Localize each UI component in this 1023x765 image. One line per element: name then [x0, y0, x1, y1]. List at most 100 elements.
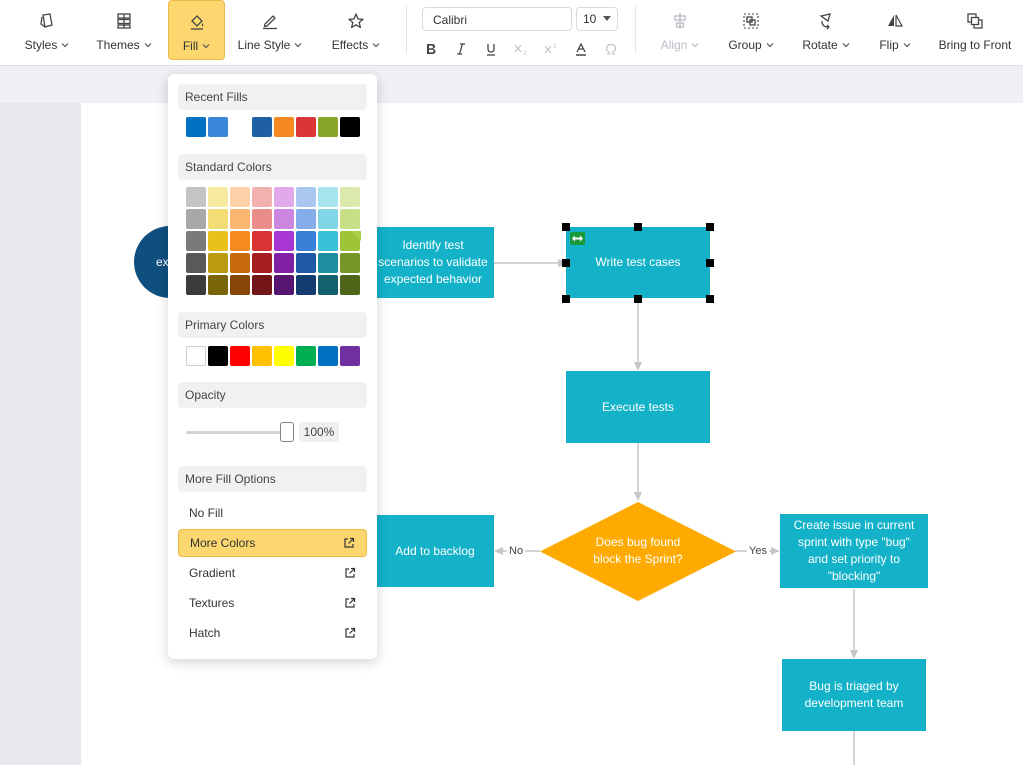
underline-button[interactable]	[480, 38, 502, 60]
standard-color-swatch[interactable]	[230, 253, 250, 273]
star-icon	[345, 10, 367, 32]
themes-button[interactable]: Themes	[90, 0, 158, 60]
standard-color-swatch[interactable]	[208, 275, 228, 295]
standard-color-swatch[interactable]	[318, 231, 338, 251]
standard-color-swatch[interactable]	[274, 231, 294, 251]
standard-color-swatch[interactable]	[252, 231, 272, 251]
resize-handle[interactable]	[562, 223, 570, 231]
line-style-button[interactable]: Line Style	[233, 0, 307, 60]
standard-color-swatch[interactable]	[208, 253, 228, 273]
group-button[interactable]: Group	[722, 0, 780, 60]
standard-color-swatch[interactable]	[340, 187, 360, 207]
no-fill-option[interactable]: No Fill	[178, 499, 367, 527]
primary-color-swatch[interactable]	[318, 346, 338, 366]
opacity-slider-track[interactable]	[186, 431, 290, 434]
create-issue-node[interactable]: Create issue in current sprint with type…	[780, 514, 928, 588]
recent-fill-swatch[interactable]	[274, 117, 294, 137]
standard-color-swatch[interactable]	[274, 253, 294, 273]
opacity-value[interactable]: 100%	[299, 422, 339, 442]
font-size-select[interactable]: 10	[576, 7, 618, 31]
write-test-cases-node[interactable]: Write test cases	[566, 227, 710, 298]
standard-color-swatch[interactable]	[186, 231, 206, 251]
add-to-backlog-node[interactable]: Add to backlog	[358, 515, 494, 587]
effects-button[interactable]: Effects	[326, 0, 386, 60]
standard-color-swatch[interactable]	[318, 187, 338, 207]
gradient-option[interactable]: Gradient	[178, 559, 367, 587]
more-colors-option[interactable]: More Colors	[178, 529, 367, 557]
standard-color-swatch[interactable]	[252, 209, 272, 229]
bold-button[interactable]	[420, 38, 442, 60]
resize-handle[interactable]	[706, 259, 714, 267]
font-color-button[interactable]	[570, 38, 592, 60]
standard-color-swatch[interactable]	[318, 253, 338, 273]
recent-fill-swatch[interactable]	[186, 117, 206, 137]
link-badge[interactable]	[570, 232, 585, 245]
primary-color-swatch[interactable]	[230, 346, 250, 366]
standard-color-swatch[interactable]	[186, 275, 206, 295]
standard-color-swatch[interactable]	[274, 209, 294, 229]
recent-fill-swatch[interactable]	[340, 117, 360, 137]
hatch-option[interactable]: Hatch	[178, 619, 367, 647]
standard-color-swatch[interactable]	[230, 275, 250, 295]
execute-tests-node[interactable]: Execute tests	[566, 371, 710, 443]
standard-color-swatch[interactable]	[186, 209, 206, 229]
font-family-input[interactable]: Calibri	[422, 7, 572, 31]
decision-node[interactable]	[540, 502, 736, 601]
standard-color-swatch[interactable]	[340, 253, 360, 273]
standard-color-swatch[interactable]	[208, 187, 228, 207]
italic-button[interactable]	[450, 38, 472, 60]
resize-handle[interactable]	[562, 295, 570, 303]
standard-color-swatch[interactable]	[318, 209, 338, 229]
superscript-button[interactable]: 2	[540, 38, 562, 60]
recent-fill-swatch[interactable]	[318, 117, 338, 137]
standard-color-swatch[interactable]	[252, 275, 272, 295]
primary-color-swatch[interactable]	[296, 346, 316, 366]
styles-button[interactable]: Styles	[18, 0, 76, 60]
standard-color-swatch[interactable]	[296, 253, 316, 273]
standard-color-swatch[interactable]	[318, 275, 338, 295]
rotate-button[interactable]: Rotate	[797, 0, 855, 60]
textures-option[interactable]: Textures	[178, 589, 367, 617]
recent-fill-swatch[interactable]	[296, 117, 316, 137]
recent-fill-swatch[interactable]	[208, 117, 228, 137]
primary-color-swatch[interactable]	[252, 346, 272, 366]
resize-handle[interactable]	[562, 259, 570, 267]
identify-scenarios-node[interactable]: Identify test scenarios to validate expe…	[358, 227, 494, 298]
standard-color-swatch[interactable]	[340, 209, 360, 229]
primary-color-swatch[interactable]	[186, 346, 206, 366]
standard-color-swatch[interactable]	[274, 275, 294, 295]
standard-color-swatch[interactable]	[296, 231, 316, 251]
standard-color-swatch[interactable]	[208, 231, 228, 251]
themes-icon	[113, 10, 135, 32]
special-char-button[interactable]	[600, 38, 622, 60]
standard-color-swatch[interactable]	[252, 187, 272, 207]
flip-button[interactable]: Flip	[873, 0, 917, 60]
resize-handle[interactable]	[706, 223, 714, 231]
standard-color-swatch[interactable]	[296, 209, 316, 229]
primary-color-swatch[interactable]	[274, 346, 294, 366]
bug-triaged-node[interactable]: Bug is triaged by development team	[782, 659, 926, 731]
standard-color-swatch[interactable]	[186, 187, 206, 207]
resize-handle[interactable]	[634, 223, 642, 231]
resize-handle[interactable]	[706, 295, 714, 303]
standard-color-swatch[interactable]	[230, 187, 250, 207]
opacity-slider-thumb[interactable]	[280, 422, 294, 442]
standard-color-swatch[interactable]	[186, 253, 206, 273]
standard-color-swatch[interactable]	[252, 253, 272, 273]
recent-fill-swatch[interactable]	[252, 117, 272, 137]
fill-button[interactable]: Fill	[168, 0, 225, 60]
standard-color-swatch[interactable]	[230, 231, 250, 251]
bring-to-front-button[interactable]: Bring to Front	[934, 0, 1016, 60]
standard-color-swatch[interactable]	[296, 275, 316, 295]
standard-color-swatch[interactable]	[340, 275, 360, 295]
resize-handle[interactable]	[634, 295, 642, 303]
standard-color-swatch[interactable]	[208, 209, 228, 229]
align-button[interactable]: Align	[654, 0, 706, 60]
subscript-button[interactable]: 2	[510, 38, 532, 60]
standard-color-swatch[interactable]	[230, 209, 250, 229]
standard-color-swatch[interactable]	[296, 187, 316, 207]
standard-color-swatch[interactable]	[274, 187, 294, 207]
flip-icon	[884, 10, 906, 32]
primary-color-swatch[interactable]	[340, 346, 360, 366]
primary-color-swatch[interactable]	[208, 346, 228, 366]
